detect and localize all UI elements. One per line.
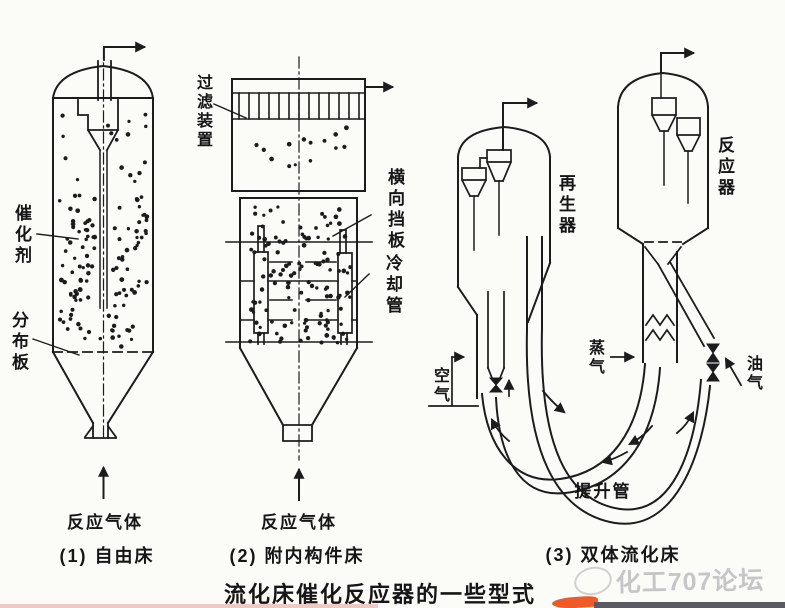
riser-label: 提升管: [574, 482, 632, 501]
slide-valve: [706, 343, 720, 382]
baffle-leader-line: [332, 214, 372, 237]
regenerator-cyclones: [460, 149, 513, 251]
regenerator-vessel: [428, 97, 552, 407]
catalyst-particles: [254, 125, 349, 169]
distributor-leader-line: [32, 338, 80, 356]
baffle-label: 横向挡板: [385, 168, 404, 252]
drawoff-pipe: [656, 260, 716, 348]
twin-bed-system: [428, 47, 743, 525]
riser-u-pipes: [480, 236, 712, 525]
caption-free-bed: (1) 自由床: [59, 546, 155, 566]
internals-bed-vessel: [213, 56, 395, 501]
caption-twin-bed: (3) 双体流化床: [545, 545, 681, 565]
reactor-cyclones: [650, 72, 702, 204]
regenerator-standpipe: [486, 291, 506, 393]
oil-gas-arrow: [724, 357, 743, 387]
bottom-edge-gray-bar: [594, 602, 785, 608]
cooling-leader-line: [344, 273, 370, 298]
bottom-edge-pink-strip: [0, 604, 378, 608]
distributor-label: 分布板: [9, 311, 28, 374]
filter-label: 过滤装置: [194, 74, 211, 150]
catalyst-particles: [248, 205, 353, 345]
catalyst-label: 催化剂: [12, 204, 31, 267]
oil-gas-label: 油气: [744, 355, 761, 393]
regenerator-label: 再生器: [556, 174, 575, 237]
catalyst-particles: [60, 112, 148, 184]
air-label: 空气: [431, 367, 448, 405]
feed-gas-label-1: 反应气体: [67, 513, 143, 532]
reactor-label: 反应器: [715, 136, 734, 199]
filter-element: [231, 92, 366, 120]
caption-internals-bed: (2) 附内构件床: [229, 546, 365, 566]
air-inlet-duct: [428, 351, 479, 407]
watermark-text: 化工707论坛: [615, 566, 765, 598]
cyclone-separator: [77, 99, 120, 309]
figure-title: 流化床催化反应器的一些型式: [223, 582, 537, 607]
steam-label: 蒸气: [586, 339, 603, 377]
catalyst-leader-line: [36, 233, 79, 240]
cooling-tube-label: 冷却管: [383, 254, 402, 317]
filter-leader-line: [213, 103, 247, 119]
stripper-column: [642, 243, 678, 363]
catalyst-particles: [57, 193, 150, 349]
free-bed-vessel: [32, 41, 155, 499]
flow-arrows: [490, 389, 695, 466]
feed-gas-label-2: 反应气体: [261, 513, 337, 532]
reactor-vessel: [616, 47, 720, 382]
